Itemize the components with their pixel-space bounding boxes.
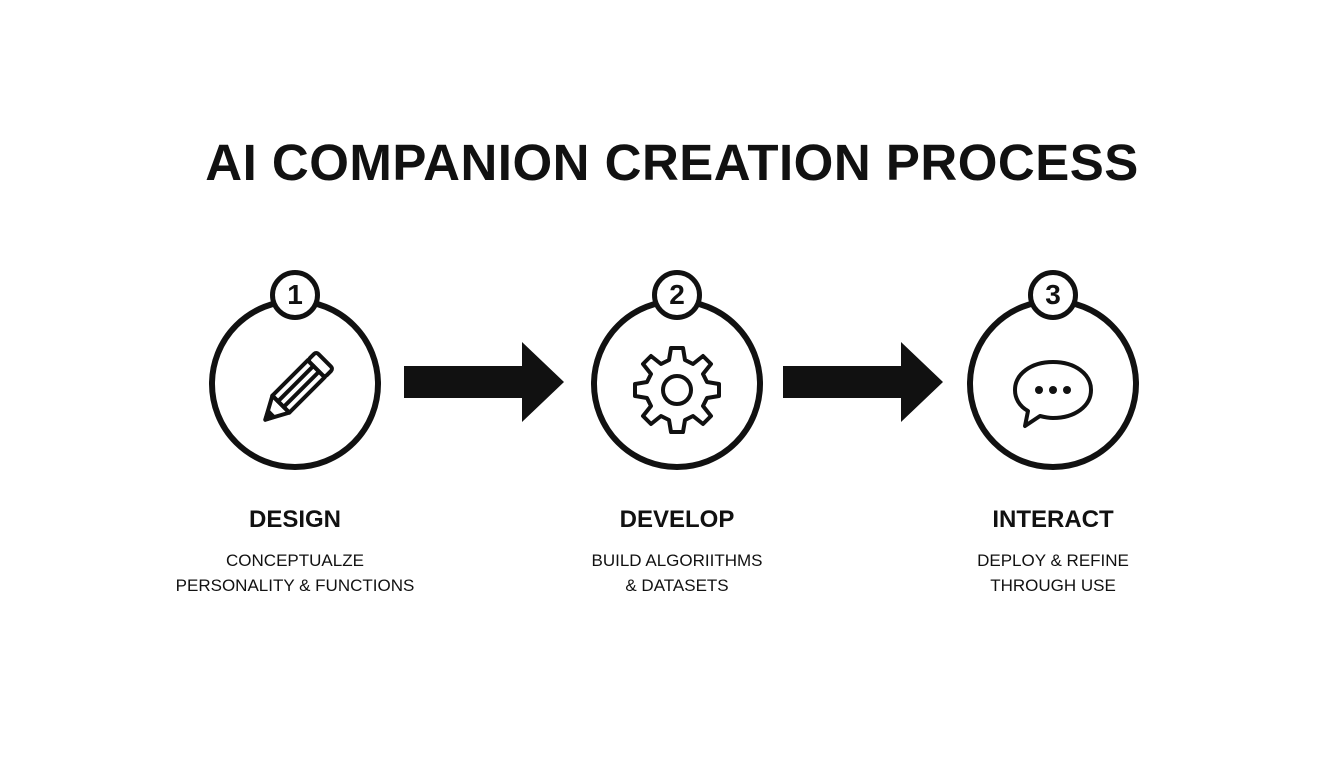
step-label: DESIGN — [248, 506, 341, 533]
step-label: INTERACT — [992, 506, 1114, 533]
step-number-badge: 1 — [270, 270, 320, 320]
arrow-right-icon — [404, 342, 564, 422]
step-number-badge: 2 — [652, 270, 702, 320]
step-description: BUILD ALGORIITHMS & DATASETS — [537, 548, 817, 598]
step-description-line: DEPLOY & REFINE — [977, 551, 1129, 570]
step-circle — [591, 298, 763, 470]
arrow-right-icon — [783, 342, 943, 422]
step-description-line: PERSONALITY & FUNCTIONS — [175, 576, 415, 595]
chat-bubble-icon — [1003, 340, 1103, 440]
step-description-line: & DATASETS — [625, 576, 729, 595]
step-description-line: CONCEPTUALZE — [226, 551, 364, 570]
diagram-title: AI COMPANION CREATION PROCESS — [205, 134, 1139, 191]
step-description-line: THROUGH USE — [990, 576, 1116, 595]
step-description: DEPLOY & REFINE THROUGH USE — [913, 548, 1193, 598]
pencil-icon — [245, 340, 345, 440]
step-description-line: BUILD ALGORIITHMS — [591, 551, 763, 570]
step-number-badge: 3 — [1028, 270, 1078, 320]
gear-icon — [627, 340, 727, 440]
step-description: CONCEPTUALZE PERSONALITY & FUNCTIONS — [155, 548, 435, 598]
step-label: DEVELOP — [619, 506, 735, 533]
